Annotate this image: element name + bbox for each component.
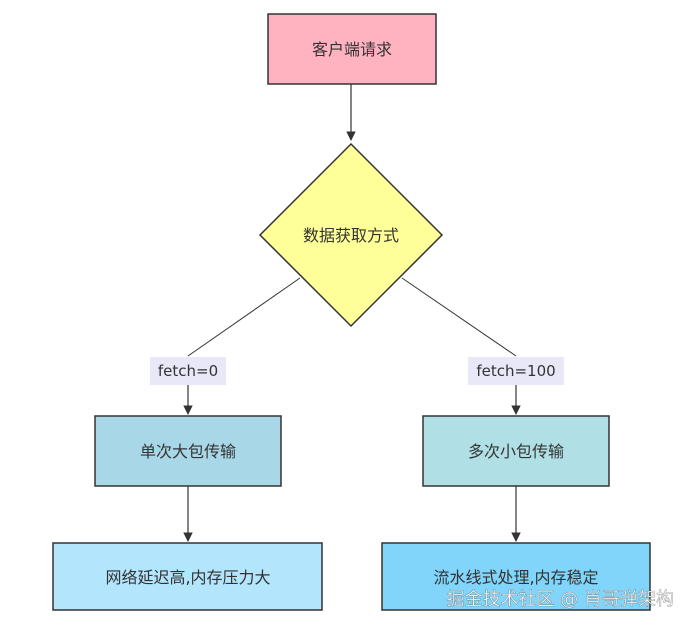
node-decision-label: 数据获取方式 [303,226,399,245]
node-high-latency: 网络延迟高,内存压力大 [52,542,323,611]
edge-decision-to-left [187,277,301,357]
node-single-large-packet: 单次大包传输 [94,415,282,487]
node-high-latency-label: 网络延迟高,内存压力大 [105,568,270,587]
node-client-request-label: 客户端请求 [312,40,392,59]
node-decision: 数据获取方式 [258,142,444,328]
node-pipeline-processing-label: 流水线式处理,内存稳定 [433,568,598,587]
edge-label-right: fetch=100 [468,357,564,385]
node-single-large-packet-label: 单次大包传输 [140,442,236,461]
edge-label-right-text: fetch=100 [476,362,555,380]
node-client-request: 客户端请求 [267,13,437,85]
node-multiple-small-packets: 多次小包传输 [422,415,610,487]
edge-decision-to-right [401,277,517,357]
watermark: 掘金技术社区 @ 肖哥弹架构 [447,589,674,610]
edge-label-left-text: fetch=0 [158,362,218,380]
edge-label-left: fetch=0 [150,357,226,385]
node-multiple-small-packets-label: 多次小包传输 [468,442,564,461]
node-pipeline-processing: 流水线式处理,内存稳定 [381,542,651,611]
